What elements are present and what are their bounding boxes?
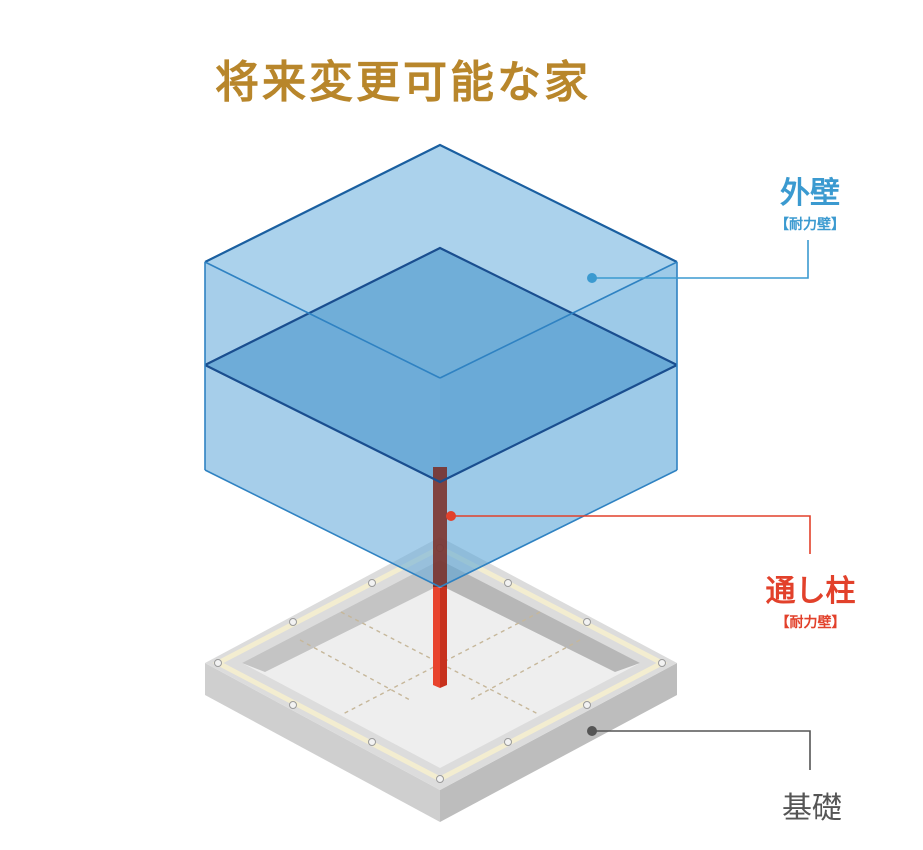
label-wall-sub: 【耐力壁】 [775, 217, 845, 233]
label-foundation-name: 基礎 [782, 791, 842, 826]
foundation-inner-wall-left [242, 560, 440, 672]
label-wall-name: 外壁 [780, 176, 840, 211]
leader-pillar [446, 511, 811, 554]
leader-foundation [587, 726, 811, 770]
foundation-right-face [440, 663, 677, 822]
pillar-lower-right [440, 585, 447, 688]
floor-edge-back [204, 246, 678, 366]
page-title: 将来変更可能な家 [215, 57, 591, 108]
foundation-inner-wall-right [440, 560, 640, 672]
label-foundation: 基礎 [762, 783, 862, 827]
wall-top-edge-back [204, 143, 678, 263]
label-wall: 外壁 【耐力壁】 [760, 168, 860, 234]
pillar [433, 585, 447, 688]
label-pillar-name: 通し柱 [765, 574, 856, 609]
label-pillar: 通し柱 【耐力壁】 [748, 566, 873, 632]
wall-box [204, 143, 678, 588]
leader-wall [587, 240, 809, 283]
label-pillar-sub: 【耐力壁】 [775, 615, 846, 631]
foundation-left-face [205, 663, 440, 822]
pillar-lower-left [433, 585, 440, 688]
floor-edge-front [204, 364, 678, 484]
pillar-inner [433, 467, 447, 587]
